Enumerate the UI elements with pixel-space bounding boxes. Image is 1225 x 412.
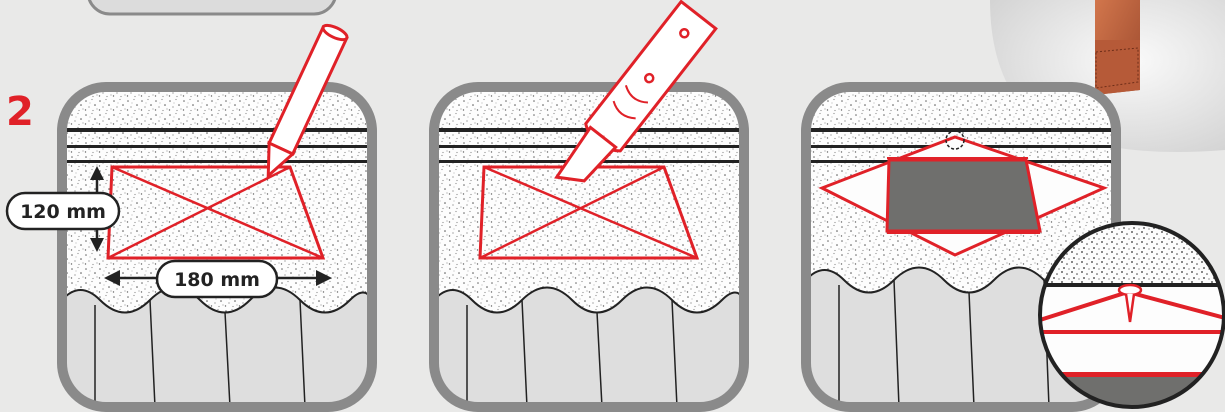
step-number: 2	[6, 89, 34, 135]
detail-magnifier	[1040, 223, 1225, 407]
previous-step-label-box	[88, 0, 336, 14]
height-label: 120 mm	[20, 201, 106, 223]
roof-opening	[887, 160, 1040, 231]
panel-cut	[434, 2, 744, 407]
width-label: 180 mm	[174, 269, 260, 291]
sealing-tape-roll-icon	[1095, 0, 1140, 95]
panel-mark: 120 mm 180 mm	[7, 23, 372, 407]
